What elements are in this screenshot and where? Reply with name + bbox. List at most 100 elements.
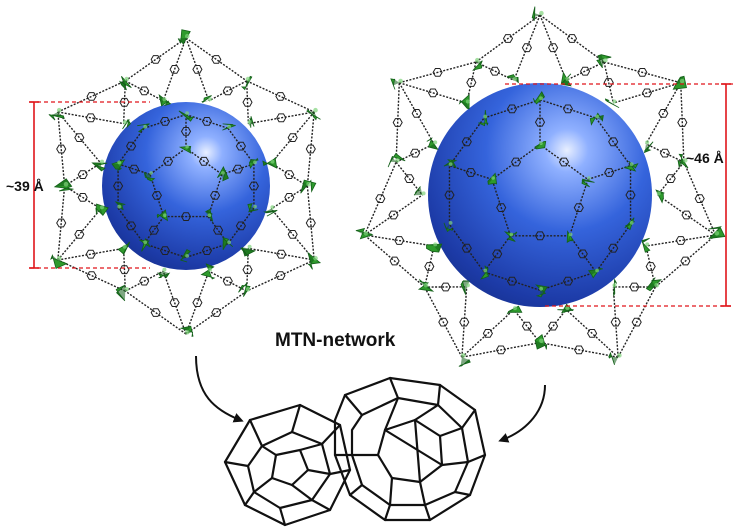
organic-linker	[565, 61, 605, 81]
organic-linker	[124, 290, 187, 335]
organic-linker	[185, 37, 210, 102]
organic-linker	[613, 82, 681, 104]
organic-linker	[475, 14, 541, 63]
organic-linker	[654, 234, 716, 288]
mtn-network-wireframe	[223, 376, 487, 527]
organic-linker	[56, 111, 67, 187]
metal-cluster	[532, 91, 546, 105]
organic-linker	[248, 163, 259, 209]
metal-cluster	[48, 107, 65, 121]
metal-cluster	[708, 226, 726, 240]
right-cage	[355, 6, 726, 367]
right-diameter-label: ~46 Å	[686, 150, 724, 166]
organic-linker	[149, 174, 165, 217]
metal-cluster	[458, 353, 471, 367]
metal-cluster	[608, 351, 622, 366]
left-cage-sphere	[102, 102, 270, 270]
organic-linker	[565, 309, 619, 358]
organic-linker	[242, 80, 253, 124]
metal-cluster	[137, 123, 150, 133]
organic-linker	[207, 174, 223, 217]
organic-linker	[270, 111, 315, 164]
organic-linker	[491, 144, 541, 180]
metal-cluster	[443, 159, 458, 168]
metal-cluster	[487, 172, 498, 185]
organic-linker	[513, 14, 541, 81]
organic-linker	[595, 117, 632, 166]
metal-cluster	[111, 159, 126, 172]
left-metal-clusters	[48, 29, 322, 337]
organic-linker	[539, 271, 597, 291]
organic-linker	[180, 114, 192, 149]
organic-linker	[459, 286, 470, 358]
metal-cluster	[247, 116, 255, 128]
organic-linker	[510, 231, 570, 241]
organic-linker	[491, 179, 512, 236]
right-front-network	[444, 99, 636, 291]
organic-linker	[227, 207, 255, 245]
metal-cluster	[506, 305, 523, 315]
metal-cluster	[263, 205, 278, 217]
organic-linker	[248, 247, 315, 261]
metal-cluster	[217, 166, 229, 182]
metal-cluster	[557, 303, 574, 314]
metal-cluster	[158, 94, 172, 107]
organic-linker	[57, 247, 124, 261]
left-front-network	[113, 113, 259, 259]
organic-linker	[143, 113, 187, 129]
metal-cluster	[426, 242, 443, 253]
metal-cluster	[156, 209, 169, 222]
organic-linker	[363, 161, 397, 236]
organic-linker	[113, 163, 124, 209]
metal-cluster	[143, 171, 156, 182]
metal-cluster	[91, 159, 108, 172]
metal-cluster	[138, 237, 151, 252]
metal-cluster	[114, 201, 126, 211]
right-metal-clusters	[355, 6, 726, 367]
metal-cluster	[534, 334, 548, 350]
metal-cluster	[240, 75, 253, 91]
metal-cluster	[645, 277, 662, 292]
metal-cluster	[238, 282, 251, 297]
right-linker-network	[363, 14, 717, 358]
metal-cluster	[222, 237, 234, 250]
metal-cluster	[460, 280, 470, 295]
organic-linker	[117, 207, 145, 245]
organic-linker	[149, 147, 187, 175]
organic-linker	[124, 270, 164, 292]
organic-linker	[305, 111, 316, 187]
organic-linker	[448, 224, 485, 273]
organic-linker	[119, 248, 130, 292]
metal-cluster	[605, 98, 620, 109]
organic-linker	[124, 37, 187, 82]
left-linker-network	[56, 37, 316, 335]
metal-cluster	[390, 78, 403, 90]
metal-cluster	[413, 186, 426, 196]
organic-linker	[57, 208, 102, 261]
metal-cluster	[262, 156, 278, 169]
metal-cluster	[50, 254, 68, 270]
organic-linker	[185, 243, 229, 259]
metal-cluster	[655, 189, 665, 204]
right-dimension-marker	[505, 83, 733, 307]
organic-linker	[185, 270, 210, 335]
metal-cluster	[581, 176, 595, 188]
organic-linker	[399, 61, 477, 84]
organic-linker	[162, 270, 187, 335]
organic-linker	[424, 282, 467, 292]
metal-cluster	[200, 263, 216, 280]
metal-cluster	[677, 153, 689, 169]
organic-linker	[246, 80, 315, 113]
metal-cluster	[178, 110, 195, 122]
organic-linker	[657, 161, 685, 196]
organic-linker	[539, 14, 605, 63]
metal-cluster	[300, 179, 317, 194]
organic-linker	[117, 127, 145, 165]
metal-cluster	[222, 123, 236, 131]
organic-linker	[423, 245, 435, 288]
organic-linker	[539, 341, 619, 358]
organic-linker	[124, 80, 164, 102]
metal-cluster	[179, 325, 194, 337]
organic-linker	[539, 14, 567, 81]
organic-linker	[64, 162, 102, 187]
